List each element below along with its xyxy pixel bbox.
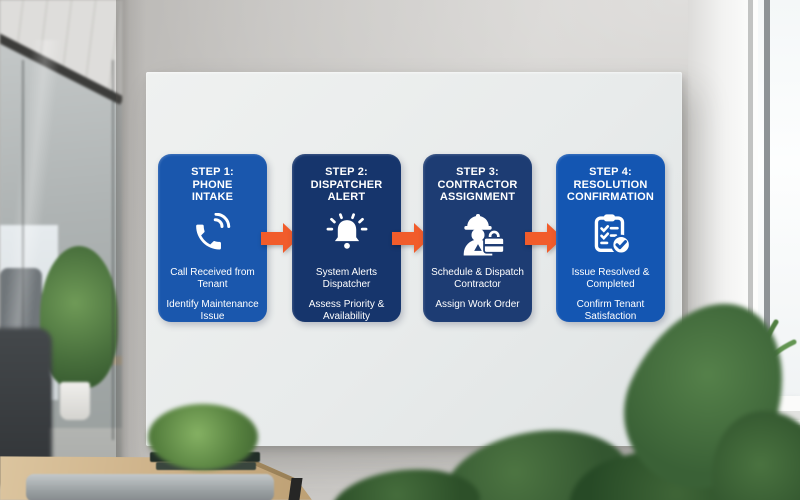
phone-icon bbox=[165, 209, 260, 259]
step-detail: Issue Resolved & Completed bbox=[571, 266, 650, 290]
glass-seam bbox=[112, 60, 114, 440]
window-sash bbox=[764, 0, 770, 406]
step-detail: Identify Maintenance Issue bbox=[166, 298, 259, 322]
clipboard-check-icon bbox=[563, 209, 658, 259]
step-detail: Schedule & Dispatch Contractor bbox=[431, 266, 524, 290]
step-detail: System Alerts Dispatcher bbox=[315, 266, 378, 290]
step-card-3: STEP 3: CONTRACTOR ASSIGNMENT Schedule &… bbox=[423, 154, 532, 322]
step-title: STEP 3: CONTRACTOR ASSIGNMENT bbox=[437, 166, 518, 203]
step-title: STEP 2: DISPATCHER ALERT bbox=[310, 166, 383, 203]
contractor-icon bbox=[430, 209, 525, 259]
wall-corner-shadow bbox=[116, 0, 146, 500]
windowsill-edge bbox=[670, 411, 800, 420]
bell-icon bbox=[299, 209, 394, 259]
plant-pot bbox=[60, 382, 90, 420]
step-detail: Assess Priority & Availability bbox=[308, 298, 385, 322]
desk-plant bbox=[148, 404, 258, 470]
window-frame-line bbox=[748, 0, 753, 412]
step-title: STEP 1: PHONE INTAKE bbox=[191, 166, 234, 203]
potted-plant bbox=[40, 246, 118, 388]
plant-pot bbox=[176, 456, 230, 500]
step-detail: Confirm Tenant Satisfaction bbox=[576, 298, 645, 322]
step-card-2: STEP 2: DISPATCHER ALERT System Alerts D… bbox=[292, 154, 401, 322]
plant-stem bbox=[548, 441, 576, 500]
step-card-4: STEP 4: RESOLUTION CONFIRMATION Issue Re… bbox=[556, 154, 665, 322]
sill-plant bbox=[706, 312, 800, 402]
step-title: STEP 4: RESOLUTION CONFIRMATION bbox=[566, 166, 655, 203]
workflow-poster: STEP 1: PHONE INTAKE Call Received from … bbox=[146, 72, 682, 446]
monstera-leaf bbox=[327, 462, 483, 500]
step-detail: Call Received from Tenant bbox=[170, 266, 255, 290]
laptop bbox=[26, 474, 274, 500]
radiator bbox=[733, 430, 800, 500]
glass-seam bbox=[22, 60, 24, 440]
step-detail: Assign Work Order bbox=[435, 298, 520, 310]
step-card-1: STEP 1: PHONE INTAKE Call Received from … bbox=[158, 154, 267, 322]
